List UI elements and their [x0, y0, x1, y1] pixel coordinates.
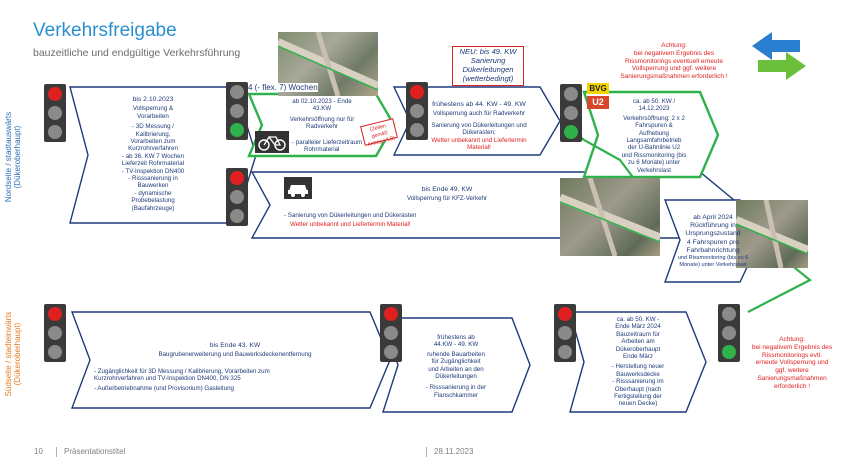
new-schedule-box [452, 46, 524, 86]
aerial-photo-3 [736, 200, 808, 268]
traffic-light-green-icon [226, 82, 248, 140]
footer-page-number: 10 [34, 447, 43, 456]
arrow-south-2 [382, 317, 531, 413]
page-subtitle: bauzeitliche und endgültige Verkehrsführ… [33, 47, 241, 59]
footer-divider [56, 447, 57, 457]
south-step3-text: ca. ab 50. KW - Ende März 2024 Bauzeitra… [611, 316, 665, 408]
traffic-light-red-icon [406, 82, 428, 140]
traffic-light-green-icon [560, 84, 582, 142]
traffic-light-red-icon [44, 84, 66, 142]
bvg-logo: BVG [587, 83, 609, 94]
car-icon [284, 177, 312, 199]
footer-title: Präsentationstitel [64, 447, 126, 456]
bicycle-icon [255, 131, 289, 153]
north-step2-items: - paralleler Lieferzeitraum Rohrmaterial [292, 139, 363, 154]
south-step1-text: bis Ende 43. KW Baugrubenerweiterung und… [158, 342, 312, 359]
footer-date: 28.11.2023 [434, 447, 474, 456]
flex-weeks-note: 4 (- flex. 7) Wochen [248, 83, 318, 92]
north-step2-text: ab 02.10.2023 - Ende 43.KW Verkehrsöffnu… [289, 98, 355, 131]
traffic-light-red-icon [554, 304, 576, 362]
footer-divider [426, 447, 427, 457]
aerial-photo-2 [560, 178, 660, 256]
north-warning: Achtung: bei negativem Ergebnis des Riss… [620, 42, 728, 81]
traffic-light-red-icon [44, 304, 66, 362]
logo-arrows-icon [752, 32, 806, 80]
traffic-light-red-icon [226, 168, 248, 226]
south-step1-items: - Zugänglichkeit für 3D Messung / Kalibr… [94, 368, 270, 392]
arrow-south-3 [569, 311, 707, 413]
page-title: Verkehrsfreigabe [33, 20, 177, 41]
north-step1-text: bis 2.10.2023 Vollsperrung & Vorarbeiten… [121, 96, 185, 212]
north-step4-text: ca. ab 50. KW / 14.12.2023 Verkehrsöffnu… [621, 98, 687, 174]
north-step5-text: ab April 2024 Rückführung in Ursprungszu… [677, 214, 749, 269]
traffic-light-red-icon [380, 304, 402, 362]
south-step2-text: frühestens ab 44.KW - 49. KW ruhende Bau… [425, 334, 487, 399]
south-warning: Achtung: bei negativem Ergebnis des Riss… [751, 336, 833, 390]
arrow-south-1 [70, 311, 391, 409]
u2-logo: U2 [587, 96, 609, 109]
arrow-north-4 [582, 90, 720, 179]
car-step-items: - Sanierung von Dükerleitungen und Düker… [284, 212, 417, 229]
traffic-light-green-icon [718, 304, 740, 362]
north-step3-text: frühestens ab 44. KW - 49. KW Vollsperru… [431, 101, 527, 152]
new-schedule-text: NEU: bis 49. KW Sanierung Dükerleitungen… [459, 47, 517, 83]
car-step-text: bis Ende 49. KW Vollsperrung für KFZ-Ver… [406, 186, 488, 203]
